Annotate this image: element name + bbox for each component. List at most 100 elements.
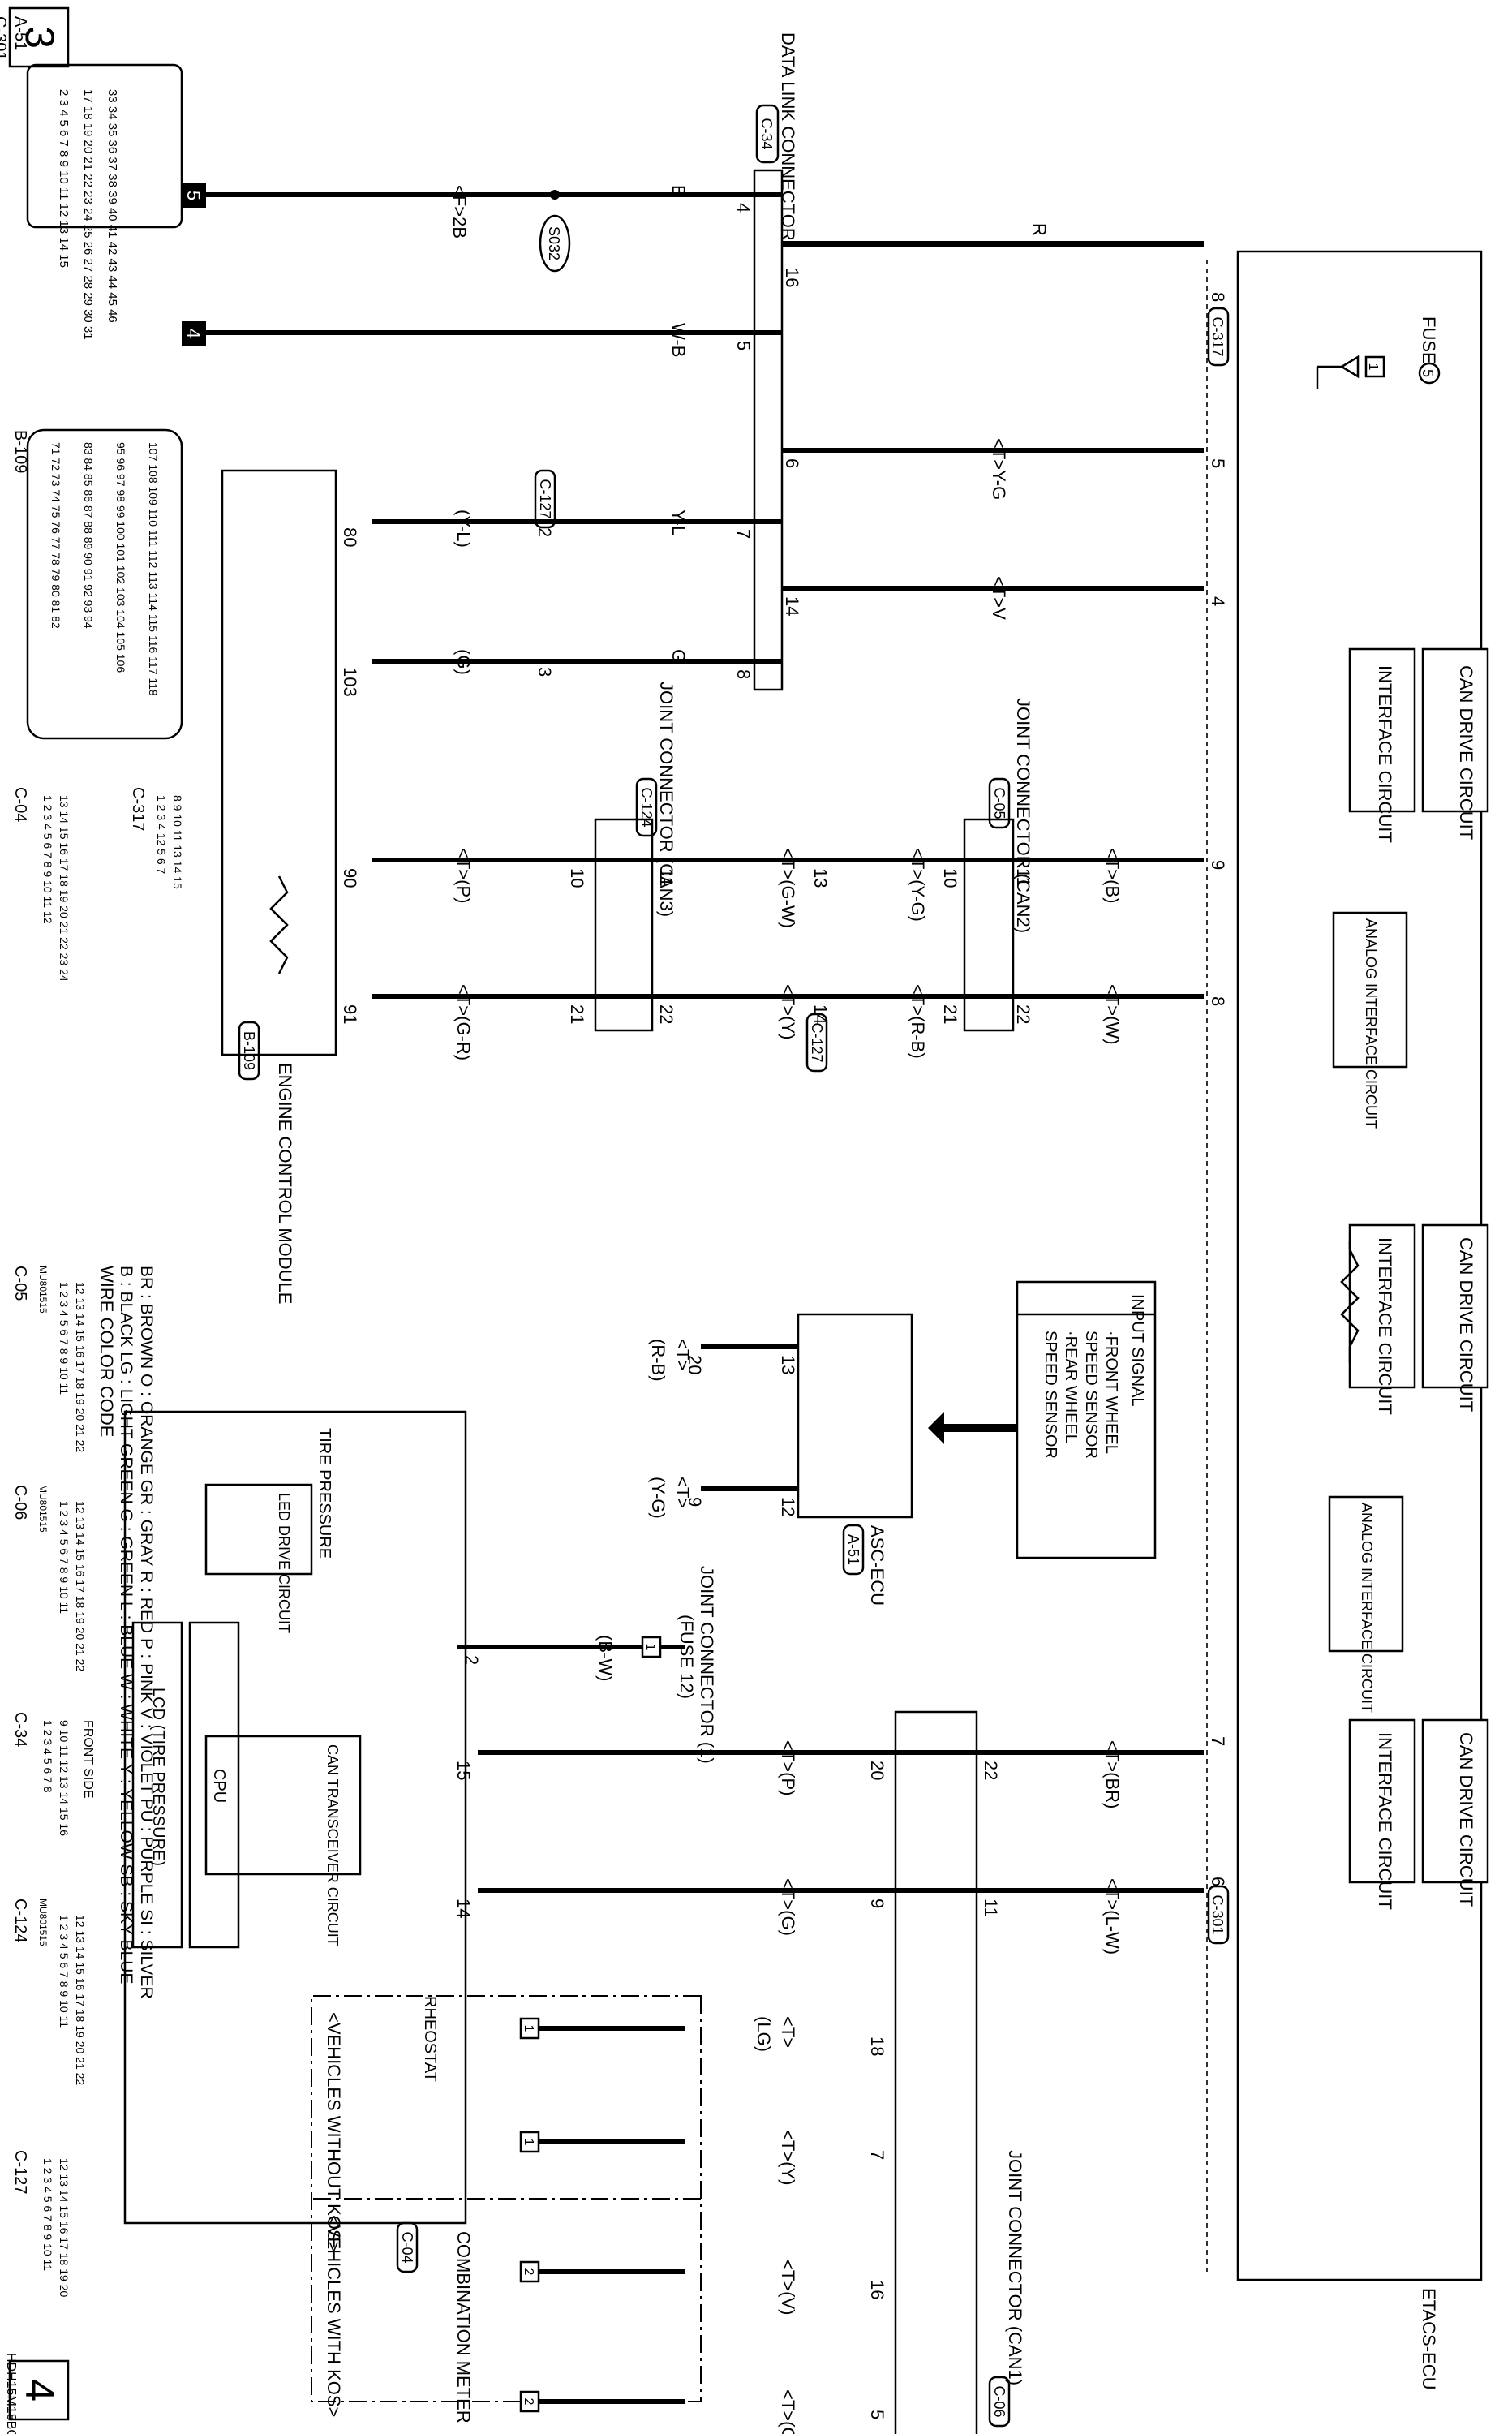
svg-text:C-05: C-05 [11, 1266, 29, 1301]
svg-text:15: 15 [453, 1761, 474, 1780]
svg-text:INTERFACE CIRCUIT: INTERFACE CIRCUIT [1375, 1237, 1395, 1415]
svg-text:C-34: C-34 [758, 118, 775, 149]
svg-text:DATA LINK CONNECTOR: DATA LINK CONNECTOR [778, 32, 798, 241]
svg-text:JOINT CONNECTOR (1): JOINT CONNECTOR (1) [697, 1566, 717, 1764]
svg-text:C-34: C-34 [11, 1712, 29, 1747]
svg-text:1 2 3 4 5 6 7 8 9 10 11: 1 2 3 4 5 6 7 8 9 10 11 [58, 1915, 71, 2028]
svg-text:90: 90 [340, 868, 360, 888]
svg-text:JOINT CONNECTOR (CAN3): JOINT CONNECTOR (CAN3) [656, 682, 677, 917]
svg-text:4: 4 [733, 203, 754, 213]
conn-c317-label: C-317 [1207, 307, 1230, 367]
wire-label-f2b: <F>2B [449, 185, 470, 239]
svg-text:5: 5 [867, 2410, 887, 2419]
wire-label-tp2: <T>(P) [778, 1740, 798, 1795]
svg-text:22: 22 [981, 1761, 1001, 1780]
etacs-pin-9: 9 [1208, 860, 1228, 870]
kos-regions: <VEHICLES WITHOUT KOS> <VEHICLES WITH KO… [311, 1995, 702, 2417]
svg-text:71 72 73 74 75 76 77 78 79 80: 71 72 73 74 75 76 77 78 79 80 81 82 [49, 442, 62, 629]
connector-c127: C-127 1 2 3 4 5 6 7 8 9 10 11 12 13 14 1… [11, 2150, 71, 2297]
data-link-connector: DATA LINK CONNECTOR C-34 16 6 14 4 5 7 8 [733, 32, 802, 691]
wire-color-code-legend: WIRE COLOR CODE B : BLACK LG : LIGHT GRE… [97, 1266, 156, 1999]
etacs-pin-7: 7 [1208, 1736, 1228, 1746]
wire-label-bw: (B-W) [595, 1635, 616, 1681]
wire-label-tgw: <T>(G-W) [778, 848, 798, 928]
wire-label-tgr2: <T>(GR) [778, 2389, 798, 2434]
connector-c06: C-06 MU801515 1 2 3 4 5 6 7 8 9 10 11 12… [11, 1485, 87, 1671]
wire-label-wb: W-B [668, 323, 689, 357]
connector-c317: C-317 1 2 3 4 12 5 6 7 8 9 10 11 13 14 1… [129, 787, 184, 889]
svg-text:CAN DRIVE CIRCUIT: CAN DRIVE CIRCUIT [1456, 1237, 1476, 1412]
svg-text:1: 1 [522, 2139, 535, 2146]
splice-s032: S032 [539, 190, 571, 273]
svg-text:C-05: C-05 [991, 787, 1007, 819]
svg-text:20: 20 [867, 1761, 887, 1780]
svg-text:1 2 3 4 5 6 7 8 9 10 11: 1 2 3 4 5 6 7 8 9 10 11 [58, 1501, 71, 1614]
ground-5: 5 [182, 183, 206, 208]
svg-text:C-04: C-04 [399, 2231, 415, 2263]
svg-text:12 13 14 15 16 17 18 19 20 21: 12 13 14 15 16 17 18 19 20 21 22 [74, 1915, 87, 2085]
svg-text:LCD (TIRE PRESSURE): LCD (TIRE PRESSURE) [149, 1688, 167, 1866]
connector-c34: C-34 FRONT SIDE 1 2 3 4 5 6 7 8 9 10 11 … [11, 1712, 95, 1836]
wire-label-tg2: <T>(G) [778, 1878, 798, 1936]
wire-label-ty2: <T>(Y) [778, 2130, 798, 2185]
svg-text:B-109: B-109 [241, 1031, 257, 1070]
svg-text:1 2 3 4 5 6 7 8 9 10 11: 1 2 3 4 5 6 7 8 9 10 11 [41, 2158, 54, 2271]
ground-4: 4 [182, 321, 206, 346]
svg-text:C-301: C-301 [1209, 1894, 1226, 1934]
svg-text:2: 2 [535, 527, 555, 537]
svg-text:103: 103 [340, 667, 360, 697]
svg-text:C-124: C-124 [11, 1899, 29, 1942]
svg-text:CAN TRANSCEIVER CIRCUIT: CAN TRANSCEIVER CIRCUIT [324, 1744, 341, 1946]
svg-text:5: 5 [733, 341, 754, 350]
wire-label-b: B [668, 185, 689, 197]
svg-text:C-317: C-317 [1209, 316, 1226, 356]
svg-text:16: 16 [782, 268, 802, 287]
svg-text:S032: S032 [546, 226, 562, 260]
svg-text:C-127: C-127 [809, 1022, 825, 1062]
svg-text:C-124: C-124 [638, 787, 655, 827]
interface-circuit-1: INTERFACE CIRCUIT [1348, 647, 1416, 843]
svg-text:9: 9 [867, 1899, 887, 1908]
svg-text:10: 10 [940, 868, 960, 888]
svg-text:12: 12 [778, 1497, 798, 1516]
etacs-pin-4: 4 [1208, 596, 1228, 606]
svg-text:SPEED SENSOR: SPEED SENSOR [1082, 1331, 1100, 1459]
can-drive-circuit-2: CAN DRIVE CIRCUIT [1421, 1223, 1489, 1412]
svg-text:BR : BROWN O : ORANGE GR :: BR : BROWN O : ORANGE GR : GRAY R : RED … [137, 1266, 156, 1999]
wire-label-tyg: <T>Y-G [989, 438, 1009, 500]
wire-label-g2: G [668, 649, 689, 663]
svg-text:1: 1 [522, 2025, 535, 2032]
etacs-ecu: ETACS-ECU FUSE 5 1 CAN DRIVE CIRCUIT INT… [1206, 250, 1489, 2390]
connector-a51: A-51 2 3 4 5 6 7 8 9 10 11 12 13 14 15 1… [11, 16, 183, 340]
wire-label-tv2: <T>(V) [778, 2260, 798, 2315]
svg-text:INTERFACE CIRCUIT: INTERFACE CIRCUIT [1375, 665, 1395, 843]
svg-text:INTERFACE CIRCUIT: INTERFACE CIRCUIT [1375, 1732, 1395, 1910]
svg-text:FUSE: FUSE [1419, 316, 1439, 364]
svg-text:12 13 14 15 16 17 18 19 20 21: 12 13 14 15 16 17 18 19 20 21 22 [74, 1501, 87, 1671]
svg-text:ANALOG INTERFACE CIRCUIT: ANALOG INTERFACE CIRCUIT [1359, 1503, 1375, 1713]
svg-text:R: R [1029, 223, 1050, 236]
svg-text:18: 18 [867, 2036, 887, 2056]
wire-label-yl2: Y-L [668, 510, 689, 535]
svg-text:1 2 3 4 5 6 7 8: 1 2 3 4 5 6 7 8 [41, 1720, 54, 1793]
wire-label-trb2: <T>(R-B) [908, 984, 928, 1059]
svg-text:·REAR WHEEL: ·REAR WHEEL [1062, 1331, 1080, 1443]
termination-resistor-etacs [1340, 1241, 1360, 1363]
etacs-ecu-label: ETACS-ECU [1419, 2288, 1439, 2390]
svg-text:12 13 14 15 16 17 18 19 20: 12 13 14 15 16 17 18 19 20 [58, 2158, 71, 2297]
svg-text:21: 21 [567, 1004, 587, 1024]
svg-text:17 18 19 20 21 22 23 24 25 26: 17 18 19 20 21 22 23 24 25 26 27 28 29 3… [81, 89, 95, 340]
joint-connector-1-fuse-12: JOINT CONNECTOR (1) (FUSE 12) 1 2 [462, 1566, 717, 1764]
svg-text:13: 13 [810, 868, 831, 888]
svg-text:2 3 4 5 6 7 8 9 10 11 12 13 14: 2 3 4 5 6 7 8 9 10 11 12 13 14 15 [57, 89, 71, 268]
svg-text:33 34 35 36 37 38 39 40 41 42: 33 34 35 36 37 38 39 40 41 42 43 44 45 4… [105, 89, 119, 323]
svg-text:LED DRIVE CIRCUIT: LED DRIVE CIRCUIT [276, 1493, 292, 1633]
svg-text:8: 8 [733, 669, 754, 679]
wire-label-asc-t1: <T> [672, 1339, 693, 1370]
svg-text:9: 9 [685, 1497, 705, 1507]
wire-label-asc-yg: (Y-G) [648, 1477, 668, 1519]
wire-label-ty: <T>(Y) [778, 984, 798, 1039]
